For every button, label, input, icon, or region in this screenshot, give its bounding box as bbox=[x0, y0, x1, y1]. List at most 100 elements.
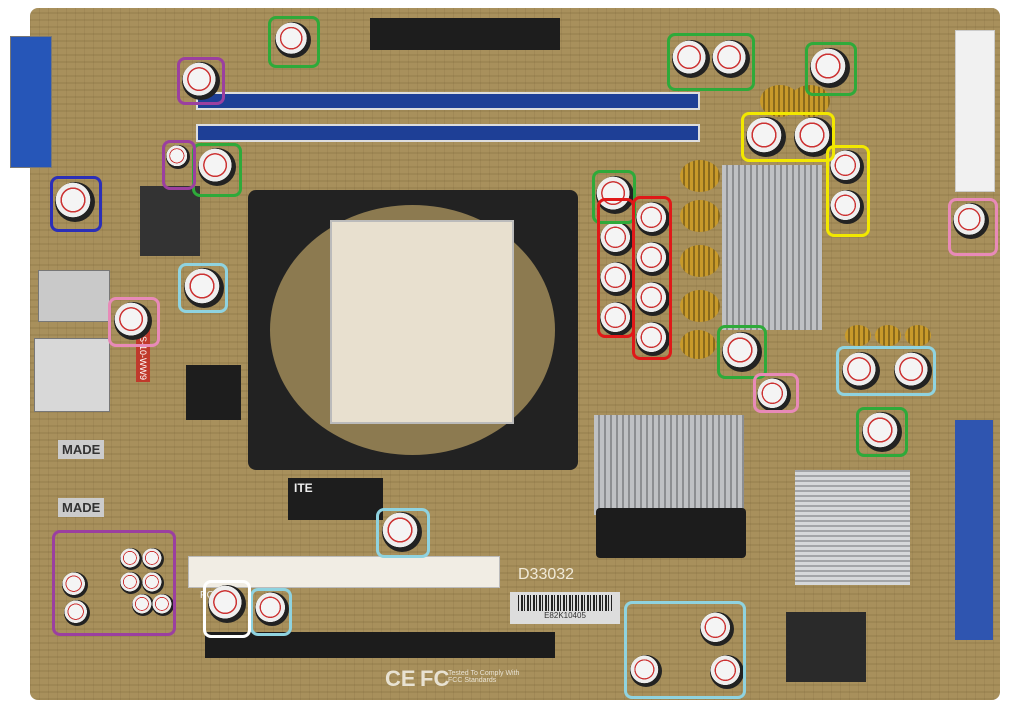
capacitor bbox=[842, 352, 880, 390]
capacitor bbox=[712, 40, 750, 78]
ce-mark: CE bbox=[385, 666, 416, 691]
heatsink bbox=[722, 165, 822, 330]
capacitor bbox=[636, 322, 670, 356]
capacitor bbox=[636, 242, 670, 276]
dimm-slot bbox=[196, 92, 700, 110]
capacitor bbox=[255, 592, 289, 626]
yellow-highlight-box bbox=[741, 112, 835, 162]
capacitor bbox=[746, 117, 786, 157]
cpu-socket bbox=[330, 220, 514, 424]
inductor-coil bbox=[680, 160, 720, 192]
green-highlight-box bbox=[805, 42, 857, 96]
fcc-mark: FC bbox=[420, 666, 450, 691]
capacitor bbox=[142, 548, 164, 570]
capacitor bbox=[166, 145, 190, 169]
green-highlight-box bbox=[667, 33, 755, 91]
capacitor bbox=[810, 48, 850, 88]
red-highlight-box bbox=[632, 196, 672, 360]
pcie-slot bbox=[205, 632, 555, 658]
via-chip bbox=[140, 186, 200, 256]
barcode-number: E82K10405 bbox=[544, 611, 586, 620]
fdd-connector bbox=[370, 18, 560, 50]
pink-highlight-box bbox=[753, 373, 799, 413]
capacitor bbox=[672, 40, 710, 78]
capacitor bbox=[636, 282, 670, 316]
capacitor bbox=[830, 150, 864, 184]
green-highlight-box bbox=[268, 16, 320, 68]
fcc-text: Tested To Comply With FCC Standards bbox=[448, 670, 520, 684]
ide-connector bbox=[955, 420, 993, 640]
capacitor bbox=[830, 190, 864, 224]
capacitor bbox=[894, 352, 932, 390]
capacitor bbox=[382, 512, 422, 552]
usb-port bbox=[38, 270, 110, 322]
vga-port bbox=[10, 36, 52, 168]
capacitor bbox=[198, 148, 236, 186]
capacitor bbox=[722, 332, 762, 372]
inductor-coil bbox=[845, 325, 871, 346]
fan bbox=[596, 508, 746, 558]
light-blue-highlight-box bbox=[178, 263, 228, 313]
capacitor bbox=[142, 572, 164, 594]
barcode-sticker: E82K10405 bbox=[510, 592, 620, 624]
chip bbox=[186, 365, 241, 420]
southbridge-heatsink bbox=[795, 470, 910, 585]
light-blue-highlight-box bbox=[624, 601, 746, 699]
pink-highlight-box bbox=[948, 198, 998, 256]
capacitor bbox=[182, 62, 220, 100]
purple-highlight-box bbox=[52, 530, 176, 636]
capacitor bbox=[630, 655, 662, 687]
audio-port-label: MADE bbox=[58, 498, 105, 517]
capacitor bbox=[114, 302, 152, 340]
ite-label: ITE bbox=[294, 481, 313, 495]
white-highlight-box bbox=[203, 580, 251, 638]
yellow-highlight-box bbox=[826, 145, 870, 237]
light-blue-highlight-box bbox=[836, 346, 936, 396]
inductor-coil bbox=[875, 325, 901, 346]
capacitor bbox=[757, 378, 791, 412]
audio-port-label: MADE bbox=[58, 440, 105, 459]
pink-highlight-box bbox=[108, 297, 160, 347]
green-highlight-box bbox=[192, 143, 242, 197]
capacitor bbox=[953, 203, 989, 239]
inductor-coil bbox=[680, 290, 720, 322]
capacitor bbox=[120, 572, 142, 594]
inductor-coil bbox=[680, 245, 720, 277]
green-highlight-box bbox=[856, 407, 908, 457]
bios-chip bbox=[786, 612, 866, 682]
light-blue-highlight-box bbox=[376, 508, 430, 558]
green-highlight-box bbox=[717, 325, 767, 379]
capacitor bbox=[700, 612, 734, 646]
capacitor bbox=[64, 600, 90, 626]
capacitor bbox=[596, 176, 634, 214]
capacitor bbox=[600, 222, 634, 256]
dimm-slot bbox=[196, 124, 700, 142]
inductor-coil bbox=[680, 330, 716, 359]
barcode bbox=[518, 595, 612, 611]
inductor-coil bbox=[905, 325, 931, 346]
capacitor bbox=[600, 262, 634, 296]
capacitor bbox=[710, 655, 744, 689]
capacitor bbox=[132, 594, 154, 616]
board-code: D33032 bbox=[518, 566, 575, 583]
capacitor bbox=[55, 182, 95, 222]
red-highlight-box bbox=[597, 198, 635, 338]
capacitor bbox=[120, 548, 142, 570]
inductor-coil bbox=[680, 200, 720, 232]
capacitor bbox=[862, 412, 902, 452]
purple-highlight-box bbox=[162, 140, 196, 190]
light-blue-highlight-box bbox=[250, 588, 292, 636]
atx-power-connector bbox=[955, 30, 995, 192]
capacitor bbox=[208, 585, 246, 623]
capacitor bbox=[636, 202, 670, 236]
capacitor bbox=[275, 22, 311, 58]
capacitor bbox=[152, 594, 174, 616]
cable bbox=[578, 380, 588, 390]
lan-port bbox=[34, 338, 110, 412]
ite-chip: ITE bbox=[288, 478, 383, 520]
purple-highlight-box bbox=[177, 57, 225, 105]
blue-highlight-box bbox=[50, 176, 102, 232]
chipset-heatsink bbox=[594, 415, 744, 515]
capacitor bbox=[62, 572, 88, 598]
